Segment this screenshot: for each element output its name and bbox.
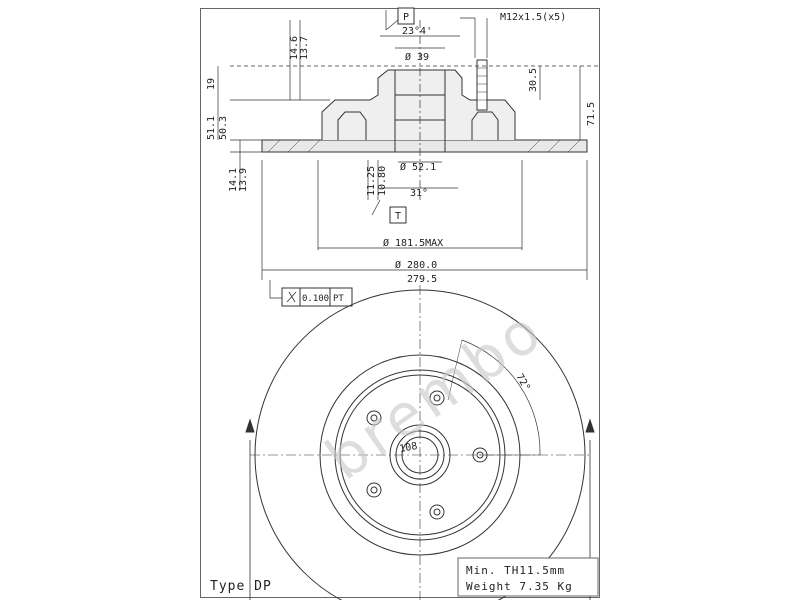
dim-h13-9: 13.9 (238, 168, 249, 192)
dim-d52: Ø 52.1 (400, 161, 436, 173)
dim-h51-1: 51.1 (206, 116, 217, 140)
dim-h71-5: 71.5 (586, 102, 597, 126)
type-label: Type DP (210, 579, 272, 594)
dim-angle-top: 23°4' (402, 26, 432, 37)
stud-holes (366, 390, 488, 520)
min-thickness: Min. TH11.5mm (466, 564, 565, 577)
dim-h14-1: 14.1 (228, 168, 239, 192)
dim-d279: 279.5 (407, 274, 437, 285)
runout-value: 0.100 (302, 294, 329, 304)
dim-h30-5: 30.5 (528, 68, 539, 92)
dim-d181: Ø 181.5MAX (383, 237, 443, 249)
dim-thread: M12x1.5(x5) (500, 12, 566, 23)
tag-t-box (389, 206, 407, 224)
dim-angle-72: 72° (513, 372, 532, 393)
dim-pcd: 108 (399, 441, 419, 455)
weight: Weight 7.35 Kg (466, 580, 573, 593)
dim-d39: Ø 39 (405, 51, 429, 63)
dim-d280: Ø 280.0 (395, 259, 437, 271)
dim-h19: 19 (206, 78, 217, 90)
info-box (457, 557, 599, 597)
dimension-lines (217, 10, 600, 280)
disc-cross-section (261, 20, 588, 200)
tag-t: T (395, 211, 401, 222)
disc-front-view (245, 285, 595, 600)
dim-angle-bottom: 31° (410, 188, 428, 199)
dim-h14-6: 14.6 (289, 36, 300, 60)
tag-p: P (403, 12, 409, 23)
tag-p-box (397, 7, 415, 25)
runout-ref: PT (333, 294, 344, 304)
dim-h10-80: 10.80 (377, 166, 388, 196)
dim-h50-3: 50.3 (218, 116, 229, 140)
dim-h11-25: 11.25 (366, 166, 377, 196)
dim-h13-7: 13.7 (299, 36, 310, 60)
